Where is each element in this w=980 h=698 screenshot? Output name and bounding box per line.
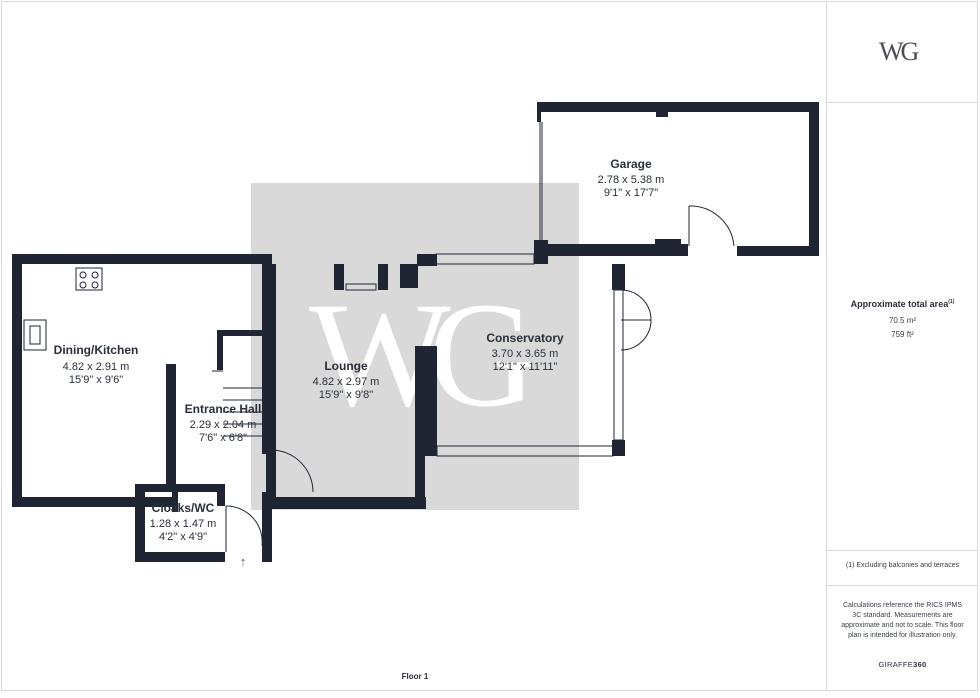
room-garage-imperial: 9'1" x 17'7" — [604, 187, 658, 199]
area-metric: 70.5 m² — [888, 316, 917, 325]
room-conservatory-metric: 3.70 x 3.65 m — [492, 348, 559, 360]
sidebar-area-section: Approximate total area(1) 70.5 m² 759 ft… — [827, 102, 978, 551]
room-lounge: Lounge 4.82 x 2.97 m 15'9" x 9'8" — [313, 359, 380, 401]
walls — [12, 102, 819, 562]
brand-suffix: 360 — [913, 660, 927, 669]
room-cloaks-wc-imperial: 4'2" x 4'9" — [159, 531, 207, 543]
doors — [225, 205, 735, 552]
room-cloaks-wc: Cloaks/WC 1.28 x 1.47 m 4'2" x 4'9" — [150, 501, 217, 543]
sidebar-exclusion-section: (1) Excluding balconies and terraces — [827, 550, 978, 586]
room-conservatory-imperial: 12'1" x 11'11" — [493, 361, 558, 373]
fixtures — [23, 267, 377, 437]
area-title: Approximate total area(1) — [827, 299, 978, 309]
entrance-arrow: ↑ — [240, 554, 247, 569]
room-lounge-imperial: 15'9" x 9'8" — [319, 389, 373, 401]
room-garage-name: Garage — [610, 157, 652, 171]
floor-plan: WG — [12, 102, 819, 681]
area-note-marker: (1) — [948, 299, 955, 305]
calculation-note: Calculations reference the RICS IPMS 3C … — [841, 602, 964, 639]
exclusion-note: (1) Excluding balconies and terraces — [845, 562, 960, 569]
area-title-text: Approximate total area — [850, 299, 949, 309]
brand-prefix: GIRAFFE — [878, 660, 914, 669]
room-dining-kitchen-name: Dining/Kitchen — [54, 343, 139, 357]
sidebar-calculation-section: Calculations reference the RICS IPMS 3C … — [827, 585, 978, 691]
brand-logo: WG — [879, 37, 919, 66]
room-cloaks-wc-name: Cloaks/WC — [152, 501, 215, 515]
room-conservatory-name: Conservatory — [486, 331, 564, 345]
room-dining-kitchen-imperial: 15'9" x 9'6" — [69, 374, 123, 386]
area-imperial: 759 ft² — [891, 330, 914, 339]
room-conservatory: Conservatory 3.70 x 3.65 m 12'1" x 11'11… — [486, 331, 564, 373]
floor-label: Floor 1 — [401, 672, 429, 681]
room-garage: Garage 2.78 x 5.38 m 9'1" x 17'7" — [598, 157, 665, 199]
sidebar: WG Approximate total area(1) 70.5 m² 759… — [826, 1, 978, 691]
windows — [13, 122, 624, 561]
room-garage-metric: 2.78 x 5.38 m — [598, 174, 665, 186]
room-entrance-hall-imperial: 7'6" x 6'8" — [199, 432, 247, 444]
room-entrance-hall-metric: 2.29 x 2.04 m — [190, 419, 257, 431]
room-entrance-hall-name: Entrance Hall — [185, 402, 262, 416]
room-dining-kitchen-metric: 4.82 x 2.91 m — [63, 361, 130, 373]
room-entrance-hall: Entrance Hall 2.29 x 2.04 m 7'6" x 6'8" — [185, 402, 262, 444]
giraffe360-brand: GIRAFFE360 — [827, 660, 978, 669]
room-lounge-name: Lounge — [324, 359, 368, 373]
room-cloaks-wc-metric: 1.28 x 1.47 m — [150, 518, 217, 530]
room-dining-kitchen: Dining/Kitchen 4.82 x 2.91 m 15'9" x 9'6… — [54, 343, 139, 386]
room-lounge-metric: 4.82 x 2.97 m — [313, 376, 380, 388]
sidebar-logo-section: WG — [827, 1, 978, 103]
